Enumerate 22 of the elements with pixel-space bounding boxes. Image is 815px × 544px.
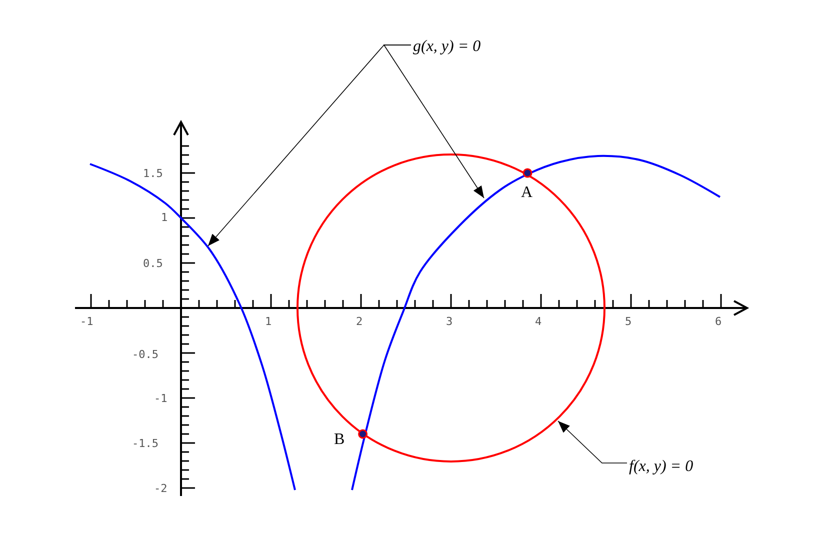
- tick-label: -1.5: [132, 437, 158, 450]
- equation-label: f(x, y) = 0: [629, 458, 694, 476]
- tick-label: -2: [154, 482, 168, 495]
- circle: [296, 154, 606, 462]
- tick-label: 2: [356, 315, 363, 328]
- tick-label: 1: [265, 315, 272, 328]
- tick-label: 1: [161, 211, 168, 224]
- tick-label: -1: [154, 392, 168, 405]
- leader-line: [383, 44, 484, 198]
- leader-line: [558, 420, 628, 464]
- point-label: B: [334, 433, 345, 446]
- tick-label: -0.5: [132, 348, 158, 361]
- tick-label: 3: [446, 315, 453, 328]
- tick-label: 1.5: [143, 167, 163, 180]
- equation-label: g(x, y) = 0: [413, 38, 481, 56]
- tick-label: 6: [715, 315, 722, 328]
- tick-label: 5: [625, 315, 632, 328]
- tick-label: 4: [535, 315, 542, 328]
- point-label: A: [521, 186, 533, 199]
- tick-label: -1: [80, 315, 94, 328]
- curve: [351, 154, 720, 490]
- tick-label: 0.5: [143, 257, 163, 270]
